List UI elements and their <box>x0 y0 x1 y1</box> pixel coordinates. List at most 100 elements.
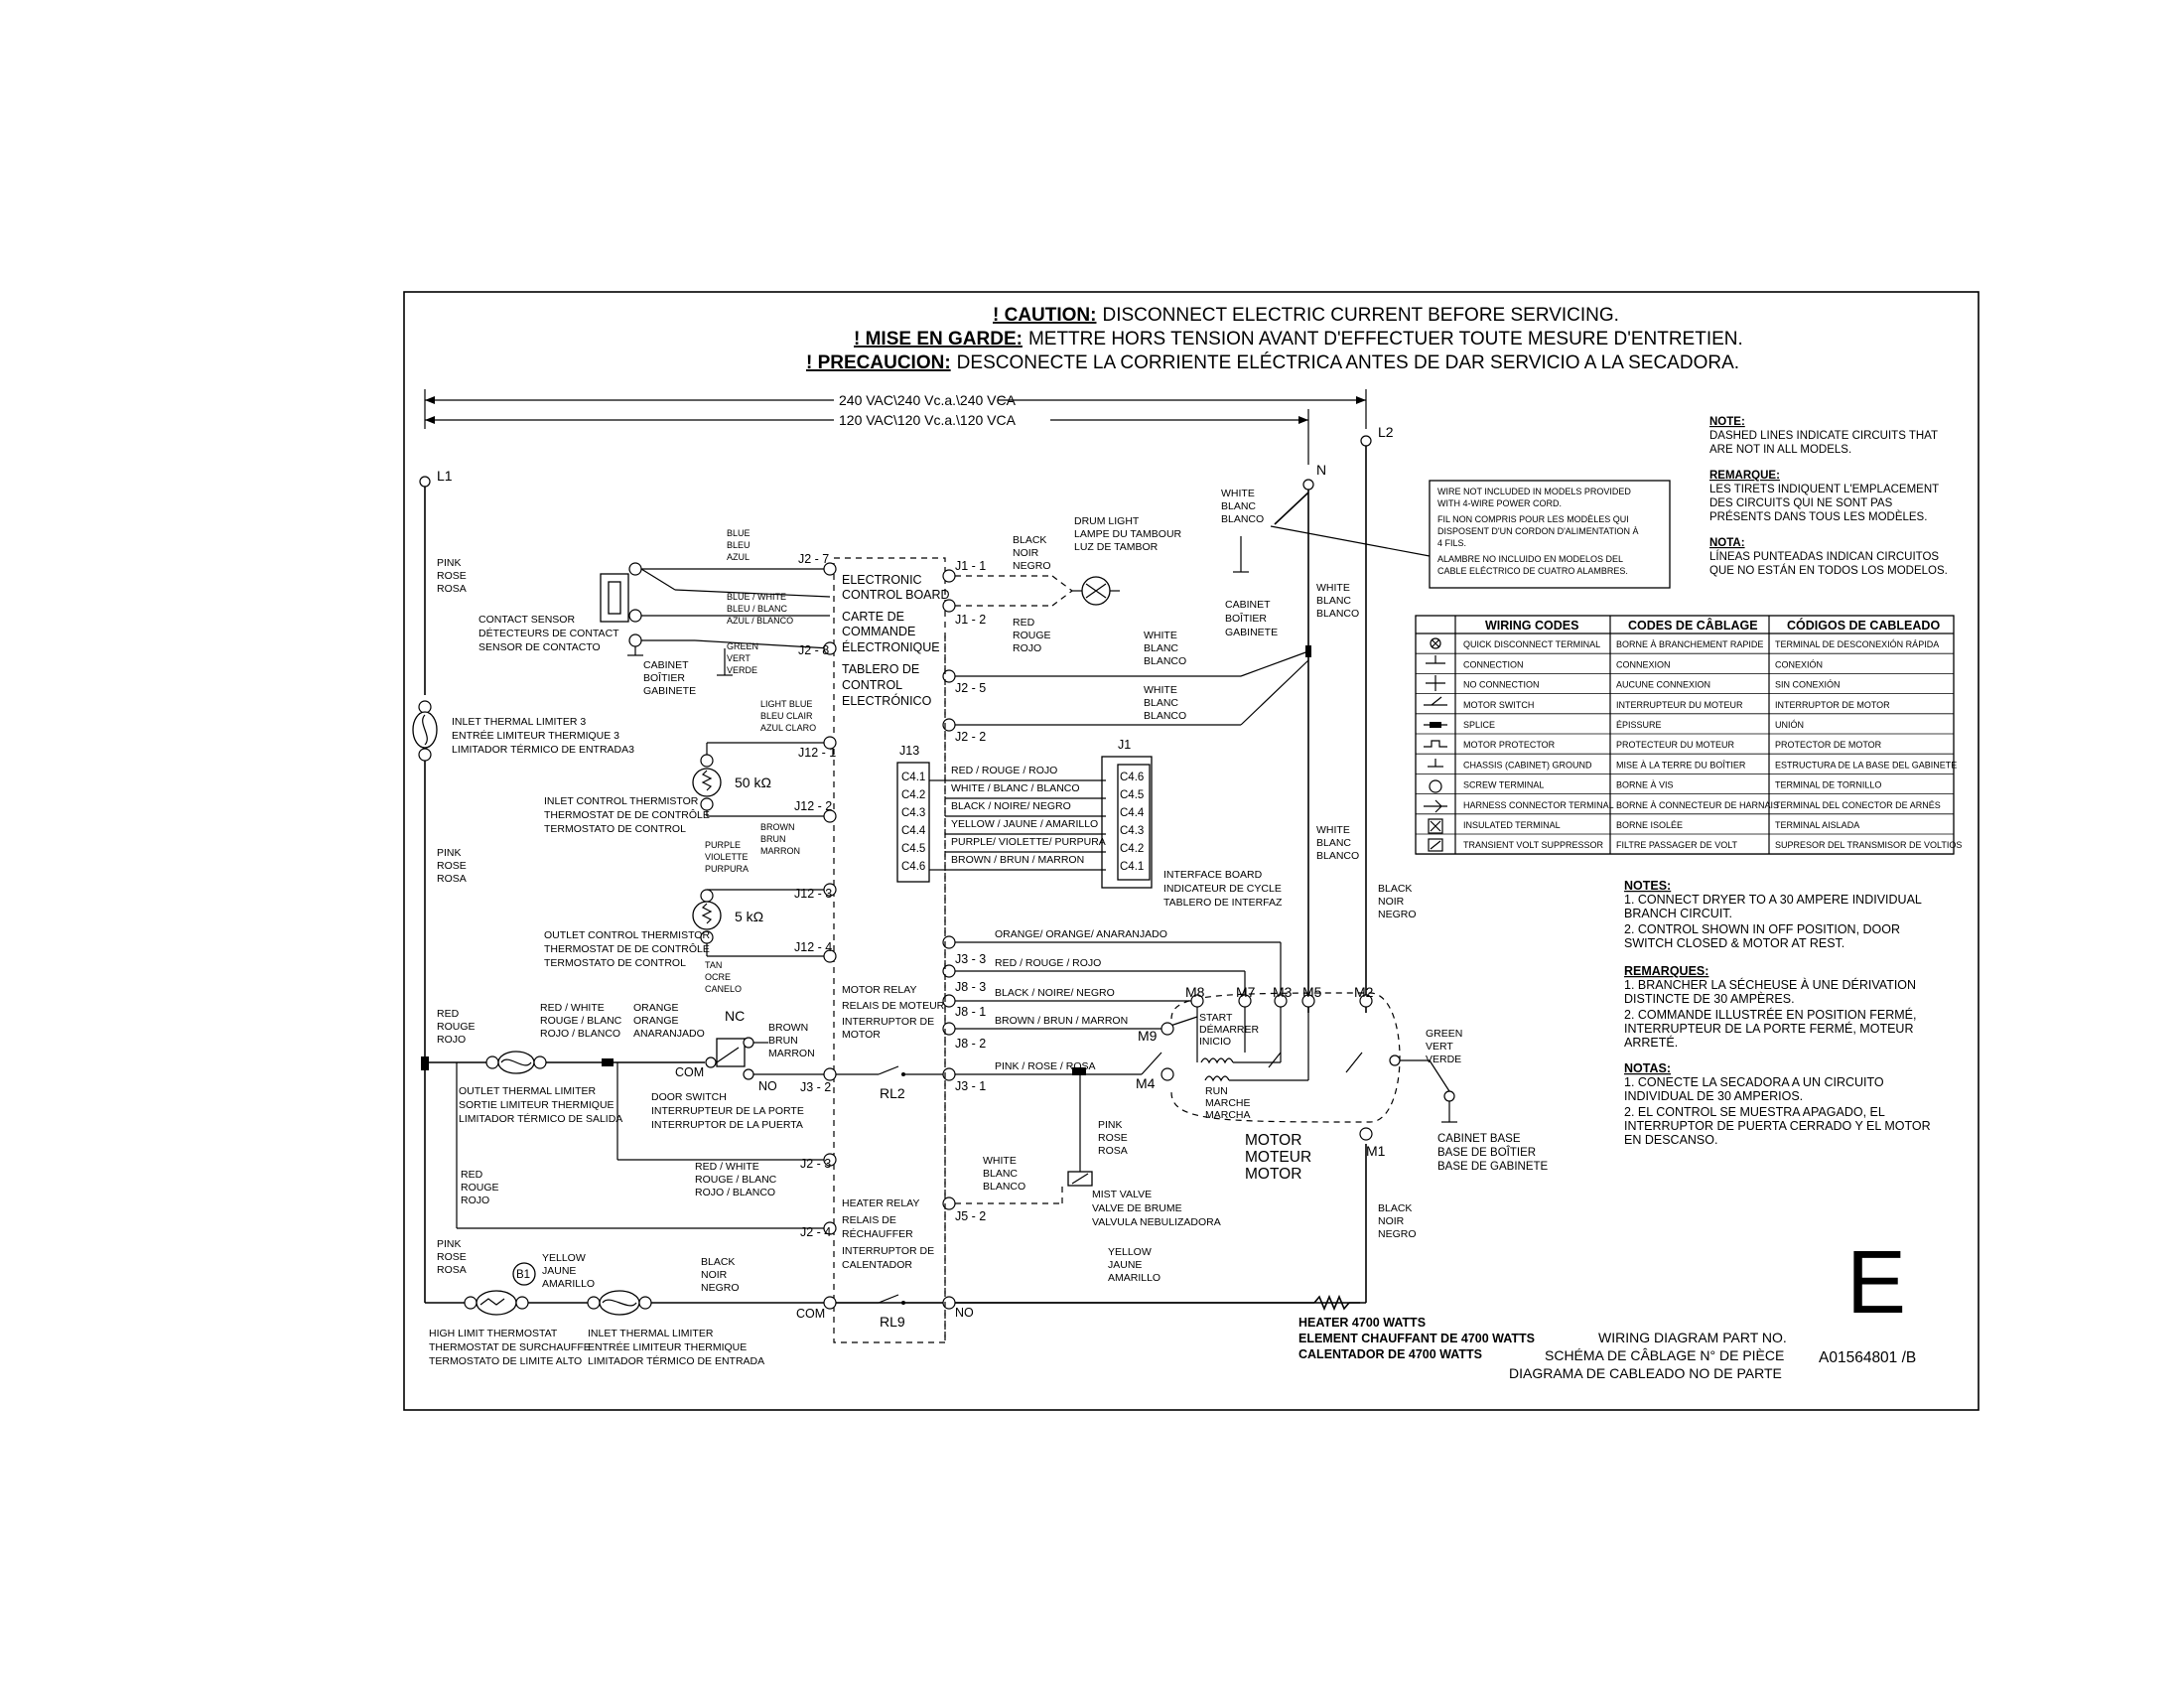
svg-text:ROUGE / BLANC: ROUGE / BLANC <box>695 1174 777 1186</box>
svg-text:INLET THERMAL LIMITER 3: INLET THERMAL LIMITER 3 <box>452 716 586 728</box>
svg-text:J8 - 3: J8 - 3 <box>955 980 986 994</box>
line-l1: L1 <box>419 468 1360 1304</box>
svg-text:ROJO / BLANCO: ROJO / BLANCO <box>695 1187 775 1198</box>
svg-text:ORANGE/ ORANGE/ ANARANJADO: ORANGE/ ORANGE/ ANARANJADO <box>995 928 1167 940</box>
svg-text:JAUNE: JAUNE <box>1108 1259 1142 1271</box>
svg-text:COM: COM <box>675 1065 704 1079</box>
svg-text:INTERRUPTOR DE PUERTA CERRADO: INTERRUPTOR DE PUERTA CERRADO Y EL MOTOR <box>1624 1119 1931 1133</box>
svg-text:VALVE DE BRUME: VALVE DE BRUME <box>1092 1202 1182 1214</box>
svg-text:START: START <box>1199 1012 1233 1024</box>
svg-text:ROJO: ROJO <box>461 1195 489 1206</box>
svg-text:INTERRUPTEUR DE LA PORTE FERMÉ: INTERRUPTEUR DE LA PORTE FERMÉ, MOTEUR <box>1624 1021 1913 1036</box>
neutral-white-wires: WHITE BLANC BLANCO CABINET BOÎTIER GABIN… <box>955 488 1431 862</box>
codes-cell: CONNEXION <box>1616 659 1671 669</box>
codes-cell: AUCUNE CONNEXION <box>1616 680 1710 690</box>
svg-text:SORTIE LIMITEUR THERMIQUE: SORTIE LIMITEUR THERMIQUE <box>459 1099 614 1111</box>
svg-text:INDICATEUR DE CYCLE: INDICATEUR DE CYCLE <box>1163 883 1282 895</box>
svg-text:WITH 4-WIRE POWER CORD.: WITH 4-WIRE POWER CORD. <box>1437 498 1562 508</box>
svg-text:OUTLET THERMAL LIMITER: OUTLET THERMAL LIMITER <box>459 1085 596 1097</box>
svg-text:C4.1: C4.1 <box>901 772 925 783</box>
codes-cell: MOTOR PROTECTOR <box>1463 740 1556 750</box>
svg-text:ROSE: ROSE <box>437 1251 467 1263</box>
svg-text:ROSA: ROSA <box>437 583 467 595</box>
wire-note-box: WIRE NOT INCLUDED IN MODELS PROVIDED WIT… <box>1429 480 1671 589</box>
svg-text:J2 - 4: J2 - 4 <box>800 1225 831 1239</box>
svg-text:NOTAS:: NOTAS: <box>1624 1061 1671 1075</box>
svg-text:JAUNE: JAUNE <box>542 1265 576 1277</box>
svg-text:CABINET: CABINET <box>643 659 689 671</box>
svg-text:ENTRÉE LIMITEUR THERMIQUE 3: ENTRÉE LIMITEUR THERMIQUE 3 <box>452 729 619 742</box>
svg-text:MARRON: MARRON <box>768 1048 815 1059</box>
svg-text:M5: M5 <box>1302 984 1322 1000</box>
caution-fr-text: METTRE HORS TENSION AVANT D'EFFECTUER TO… <box>1028 329 1743 350</box>
svg-text:ROUGE: ROUGE <box>461 1182 499 1194</box>
svg-text:ELECTRONIC: ELECTRONIC <box>842 573 922 587</box>
svg-text:M3: M3 <box>1273 984 1293 1000</box>
n-label: N <box>1316 462 1326 478</box>
svg-text:INDIVIDUAL DE 30 AMPERIOS.: INDIVIDUAL DE 30 AMPERIOS. <box>1624 1089 1803 1103</box>
svg-text:WHITE / BLANC / BLANCO: WHITE / BLANC / BLANCO <box>951 782 1080 794</box>
svg-text:BRUN: BRUN <box>768 1035 798 1047</box>
svg-text:TAN: TAN <box>705 960 722 970</box>
svg-text:1. CONECTE LA SECADORA A UN CI: 1. CONECTE LA SECADORA A UN CIRCUITO <box>1624 1075 1884 1089</box>
svg-text:BROWN / BRUN / MARRON: BROWN / BRUN / MARRON <box>951 854 1084 866</box>
codes-cell: CONNECTION <box>1463 659 1524 669</box>
svg-text:BROWN: BROWN <box>760 822 795 832</box>
wiring-codes-table: WIRING CODES CODES DE CÂBLAGE CÓDIGOS DE… <box>1415 615 1962 855</box>
svg-text:AZUL / BLANCO: AZUL / BLANCO <box>727 616 793 626</box>
svg-text:HEATER 4700 WATTS: HEATER 4700 WATTS <box>1298 1316 1426 1330</box>
codes-cell: ÉPISSURE <box>1616 720 1662 730</box>
svg-text:C4.3: C4.3 <box>901 807 925 819</box>
svg-text:THERMOSTAT DE DE CONTRÔLE: THERMOSTAT DE DE CONTRÔLE <box>544 942 710 955</box>
svg-text:TABLERO DE: TABLERO DE <box>842 662 919 676</box>
ecb-right-connectors: J1 - 1 J1 - 2 J2 - 5 J2 - 2 J3 - 3 J8 - … <box>942 559 986 1320</box>
svg-text:ARE NOT IN ALL MODELS.: ARE NOT IN ALL MODELS. <box>1709 444 1851 456</box>
svg-text:THERMOSTAT DE DE CONTRÔLE: THERMOSTAT DE DE CONTRÔLE <box>544 808 710 821</box>
svg-text:CODES DE CÂBLAGE: CODES DE CÂBLAGE <box>1628 618 1758 633</box>
codes-cell: TRANSIENT VOLT SUPPRESSOR <box>1463 840 1604 850</box>
svg-text:LÍNEAS PUNTEADAS INDICAN CIRCU: LÍNEAS PUNTEADAS INDICAN CIRCUITOS <box>1709 550 1939 563</box>
svg-text:DES CIRCUITS QUI NE SONT PAS: DES CIRCUITS QUI NE SONT PAS <box>1709 497 1893 509</box>
codes-cell: SUPRESOR DEL TRANSMISOR DE VOLTIOS <box>1775 840 1962 850</box>
svg-text:BOÎTIER: BOÎTIER <box>1225 612 1267 625</box>
svg-text:50 kΩ: 50 kΩ <box>735 774 771 790</box>
svg-text:PRÉSENTS DANS TOUS LES MODÈLES: PRÉSENTS DANS TOUS LES MODÈLES. <box>1709 510 1927 523</box>
motor-wires: ORANGE/ ORANGE/ ANARANJADO RED / ROUGE /… <box>955 928 1282 1172</box>
codes-cell: UNIÓN <box>1775 720 1804 730</box>
svg-text:ELECTRÓNICO: ELECTRÓNICO <box>842 693 932 708</box>
line-l2: L2 <box>1360 424 1394 1303</box>
svg-text:BASE DE GABINETE: BASE DE GABINETE <box>1437 1161 1549 1173</box>
svg-text:J2 - 2: J2 - 2 <box>955 730 986 744</box>
svg-text:AZUL CLARO: AZUL CLARO <box>760 723 816 733</box>
svg-text:RL9: RL9 <box>880 1314 905 1330</box>
svg-text:SENSOR DE CONTACTO: SENSOR DE CONTACTO <box>478 641 601 653</box>
svg-text:M9: M9 <box>1138 1028 1158 1044</box>
svg-text:RELAIS DE MOTEUR: RELAIS DE MOTEUR <box>842 1000 945 1012</box>
ecb-left-connectors: J2 - 7 J2 - 8 J12 - 1 J12 - 2 J12 - 3 J1… <box>794 552 837 1321</box>
svg-text:M4: M4 <box>1136 1075 1156 1091</box>
svg-text:NOTE:: NOTE: <box>1709 416 1745 428</box>
svg-text:ROUGE: ROUGE <box>1013 630 1051 641</box>
svg-text:ELEMENT CHAUFFANT DE 4700 WATT: ELEMENT CHAUFFANT DE 4700 WATTS <box>1298 1332 1535 1345</box>
svg-text:NOTA:: NOTA: <box>1709 537 1745 549</box>
svg-text:BLANC: BLANC <box>1316 595 1351 607</box>
svg-text:BROWN: BROWN <box>768 1022 808 1034</box>
svg-text:BROWN / BRUN / MARRON: BROWN / BRUN / MARRON <box>995 1015 1128 1027</box>
motor: M8 M7 M3 M5 M2 M9 M4 M1 START DÉMARRER I… <box>1098 984 1430 1183</box>
svg-text:C4.4: C4.4 <box>1120 807 1145 819</box>
svg-text:J12 - 2: J12 - 2 <box>794 799 832 813</box>
l2-label: L2 <box>1378 424 1394 440</box>
svg-text:2. CONTROL SHOWN IN OFF POSITI: 2. CONTROL SHOWN IN OFF POSITION, DOOR <box>1624 922 1900 936</box>
svg-text:RUN: RUN <box>1205 1085 1228 1097</box>
svg-text:BLEU: BLEU <box>727 540 751 550</box>
svg-text:MARRON: MARRON <box>760 846 800 856</box>
svg-text:ENTRÉE LIMITEUR THERMIQUE: ENTRÉE LIMITEUR THERMIQUE <box>588 1340 747 1353</box>
svg-text:BASE DE BOÎTIER: BASE DE BOÎTIER <box>1437 1146 1536 1159</box>
svg-text:ROSE: ROSE <box>437 860 467 872</box>
svg-text:CONTACT SENSOR: CONTACT SENSOR <box>478 614 575 626</box>
svg-text:YELLOW: YELLOW <box>1108 1246 1152 1258</box>
svg-text:COMMANDE: COMMANDE <box>842 625 915 638</box>
part-number-block: E WIRING DIAGRAM PART NO. SCHÉMA DE CÂBL… <box>1509 1233 1916 1381</box>
svg-text:VERDE: VERDE <box>1426 1054 1461 1065</box>
